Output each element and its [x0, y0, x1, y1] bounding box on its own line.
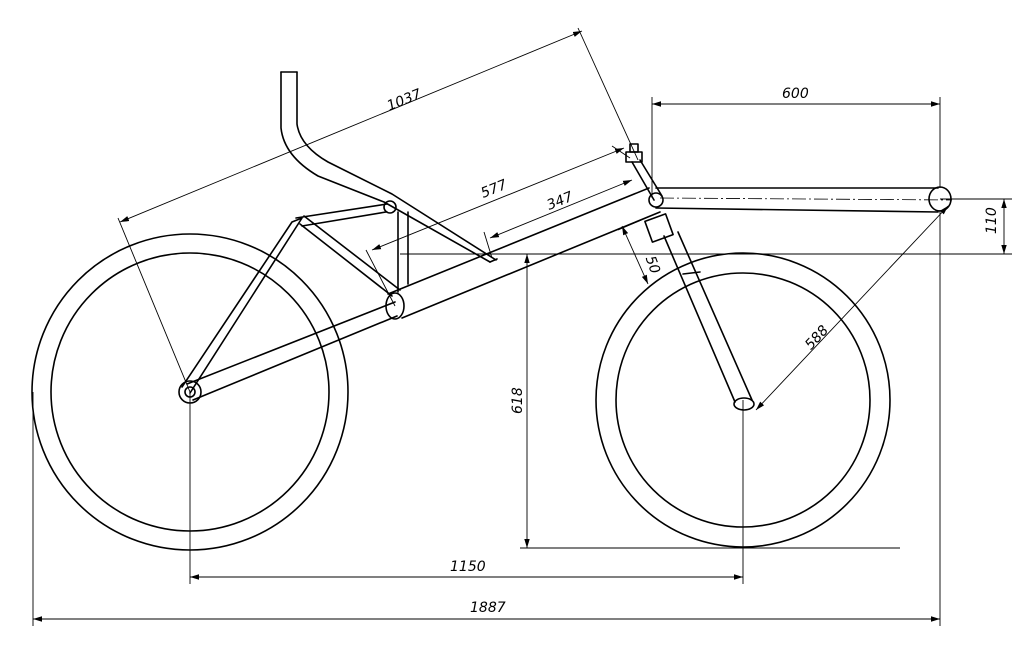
- dim-overall-length: 1887: [470, 600, 506, 616]
- dim-steerer-offset: 50: [642, 254, 663, 276]
- dimension-lines: [32, 27, 1012, 626]
- dim-boom-347: 347: [545, 189, 576, 214]
- dim-boom-577: 577: [479, 177, 510, 202]
- dim-bottom-bracket-height: 618: [510, 387, 526, 414]
- dimension-labels: 1887 1150 1037 600 577 347 50 110 618 58…: [385, 86, 1000, 616]
- handlebar: [655, 186, 953, 213]
- dim-handlebar-reach: 600: [782, 86, 809, 102]
- frame: [181, 71, 661, 401]
- dim-handlebar-drop: 110: [984, 207, 1000, 234]
- dim-fork-to-bar: 588: [802, 323, 832, 354]
- dim-frame-diagonal: 1037: [385, 86, 424, 114]
- dim-wheelbase: 1150: [450, 559, 486, 575]
- fork-and-head: [625, 143, 755, 411]
